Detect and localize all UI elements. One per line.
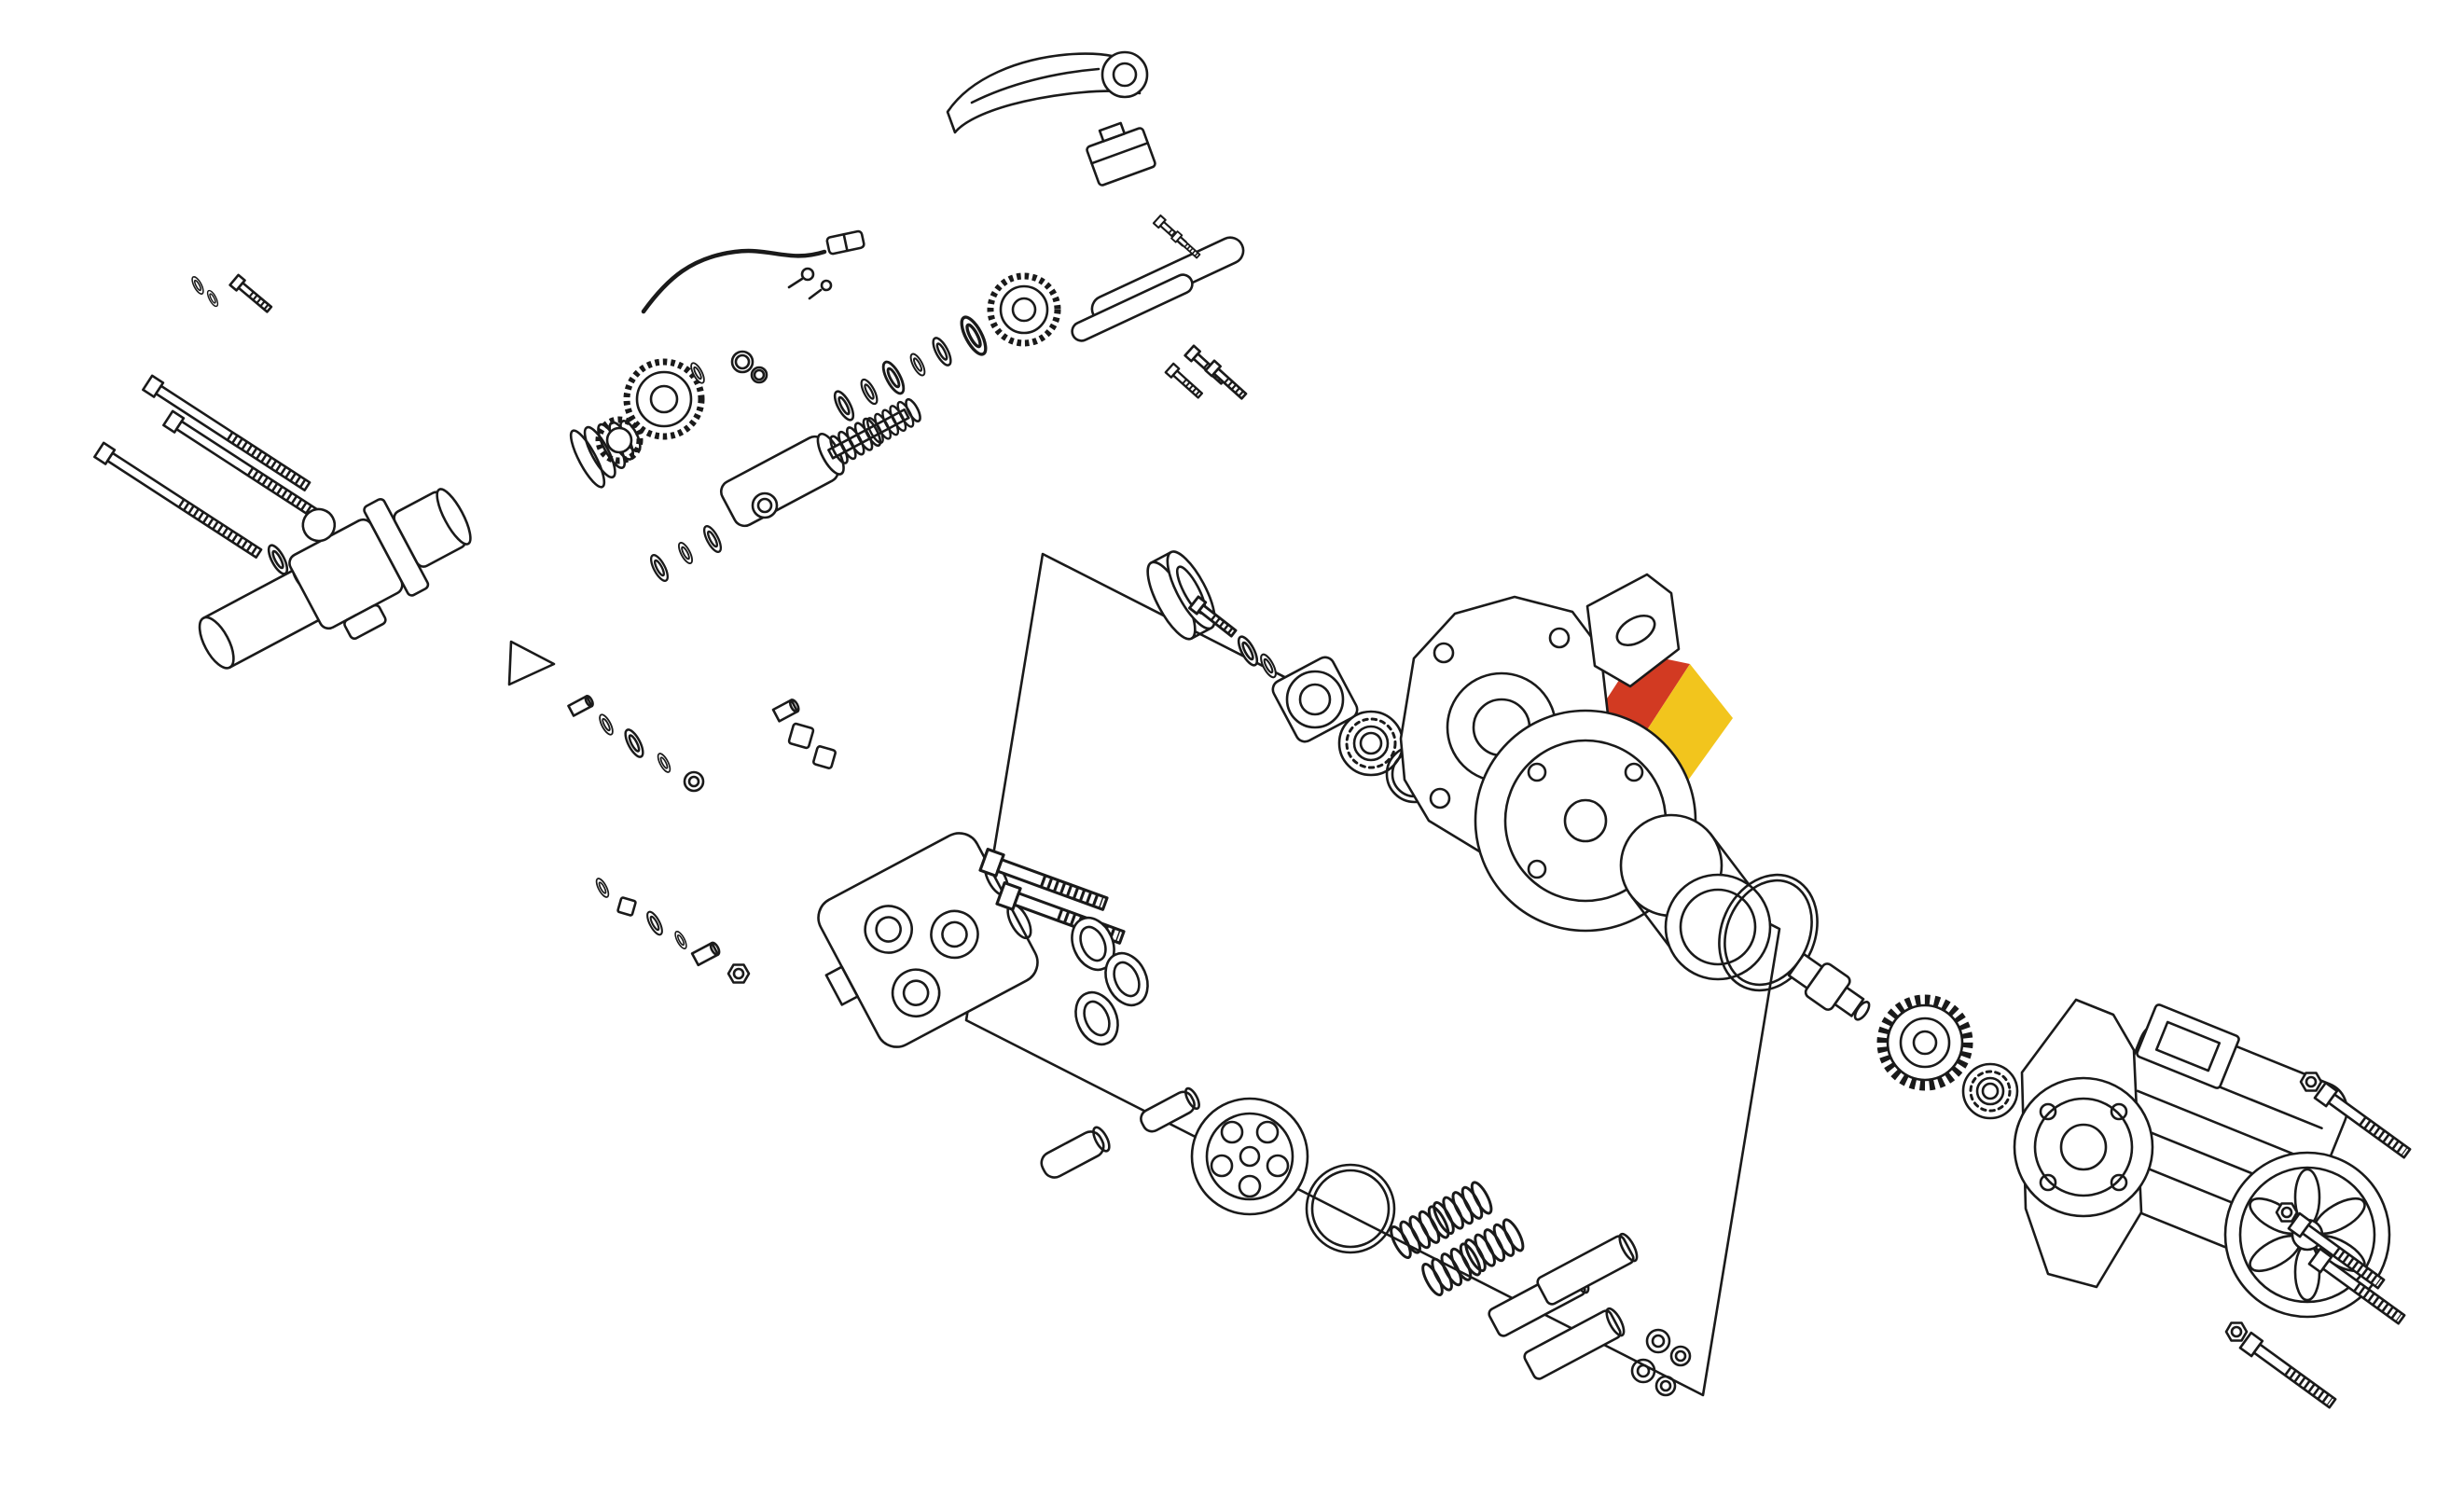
exploded-view-drawing xyxy=(94,50,2412,1411)
drive-gear xyxy=(1876,994,1973,1091)
oil-seal-disc xyxy=(1146,550,1216,641)
pump-head xyxy=(198,488,472,670)
power-cable xyxy=(641,229,865,314)
cylinder-sleeve xyxy=(1619,813,1772,981)
terminal-box xyxy=(2136,1003,2240,1089)
coupling-nut xyxy=(987,272,1061,347)
ball-bearing-1 xyxy=(1337,710,1405,777)
handle xyxy=(946,50,1149,134)
bearing-flange xyxy=(1271,656,1359,743)
gland-washers xyxy=(646,491,779,585)
trigger-lever-2 xyxy=(1071,273,1194,342)
clip-triangle xyxy=(507,640,556,686)
eccentric-cam xyxy=(1787,952,1871,1021)
piston-cylinder xyxy=(719,397,921,528)
pump-manifold xyxy=(817,832,1039,1048)
o-rings-small xyxy=(730,350,768,384)
housing-screws xyxy=(1166,346,1249,401)
check-valve-parts xyxy=(567,695,705,793)
small-screw-top xyxy=(188,275,273,314)
plungers xyxy=(1488,1232,1639,1380)
valve-seat-parts xyxy=(593,876,751,984)
motor-assembly xyxy=(2013,998,2391,1319)
bellows-boot xyxy=(569,420,642,489)
piston-guides xyxy=(1040,1086,1200,1179)
valve-caps xyxy=(1071,916,1149,1046)
housing-bracket xyxy=(1585,573,1681,688)
plunger-seals xyxy=(1630,1328,1692,1397)
adjuster-knob xyxy=(595,358,705,464)
piston-springs xyxy=(1386,1178,1529,1299)
o-ring-large-1 xyxy=(1718,873,1819,992)
seal-washers xyxy=(829,334,956,424)
square-nuts xyxy=(771,699,837,769)
motor-bracket xyxy=(2013,998,2154,1289)
ball-bearing-2 xyxy=(1961,1062,2019,1120)
switch-block xyxy=(1086,121,1156,187)
wobble-plate xyxy=(1190,1097,1309,1216)
o-ring-large-2 xyxy=(1305,1163,1396,1254)
